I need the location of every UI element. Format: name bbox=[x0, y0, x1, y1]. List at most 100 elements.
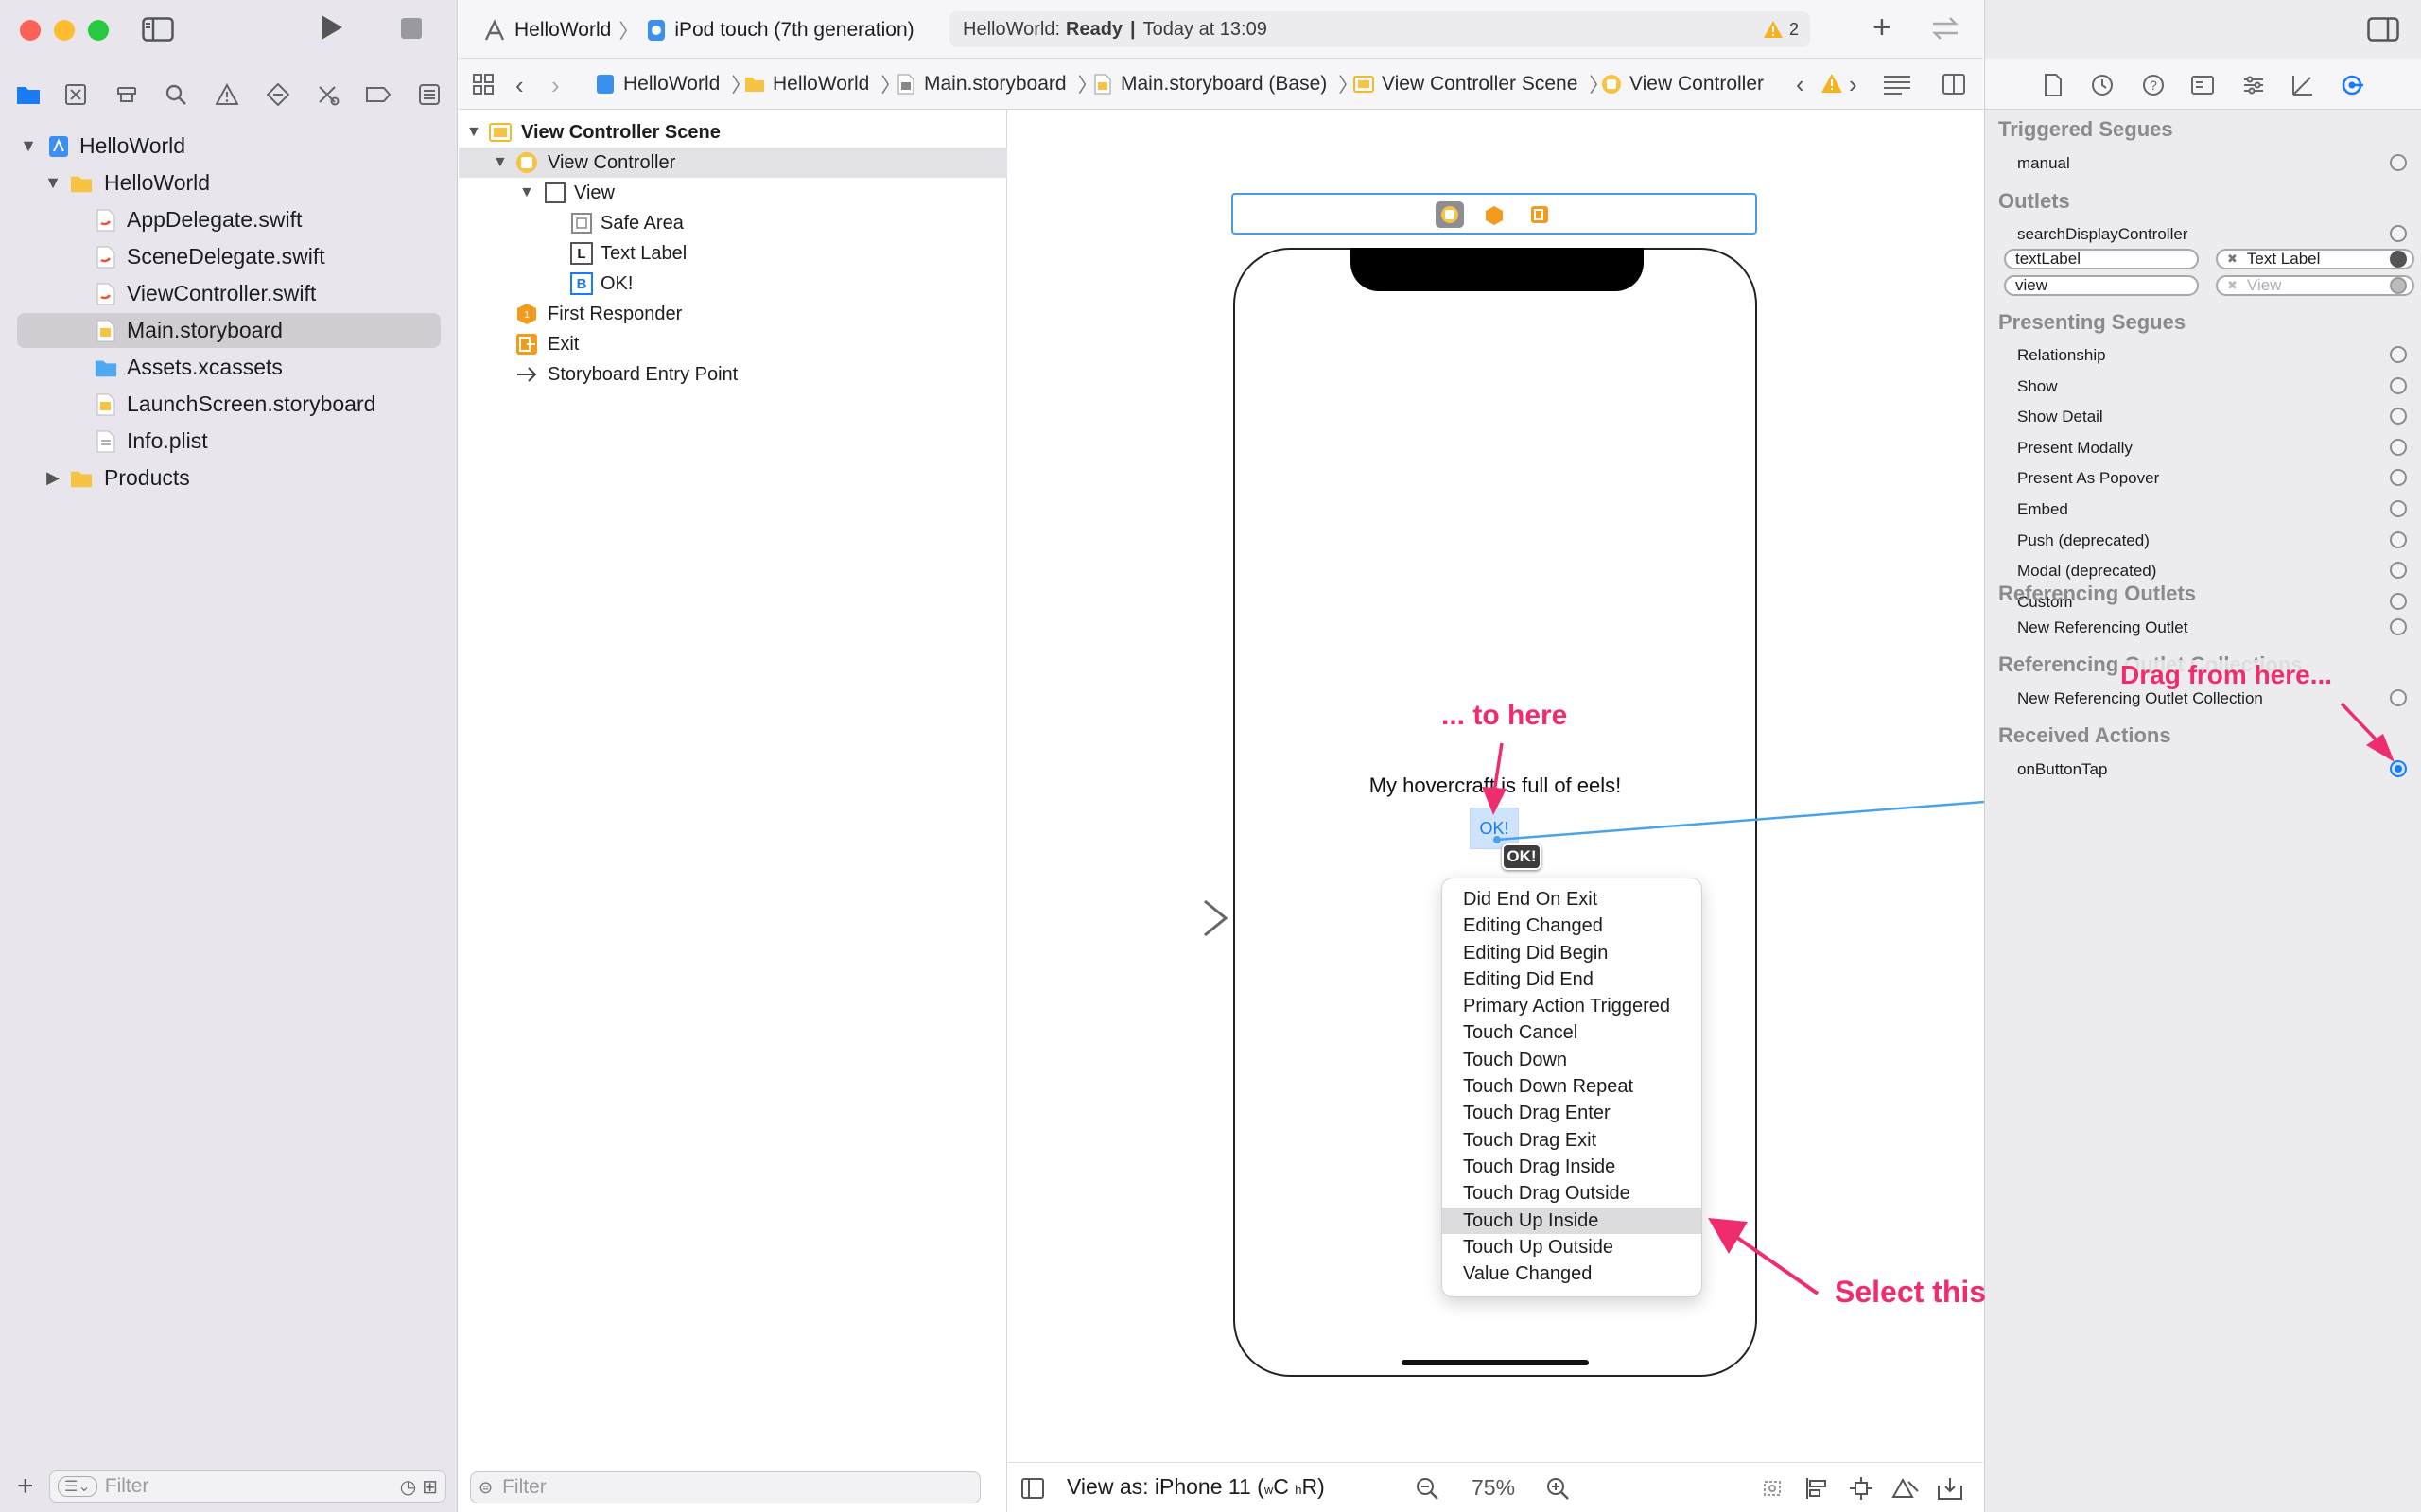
menu-item[interactable]: Touch Up Outside bbox=[1463, 1236, 1613, 1258]
outline-item-safe-area[interactable]: Safe Area bbox=[459, 208, 1007, 238]
segue-option-connector[interactable] bbox=[2390, 346, 2407, 363]
dock-view-controller-icon[interactable] bbox=[1436, 201, 1464, 228]
history-inspector-icon[interactable] bbox=[2091, 74, 2114, 96]
segue-option-connector[interactable] bbox=[2390, 500, 2407, 517]
outline-item-view-controller[interactable]: ▼ View Controller bbox=[459, 148, 1007, 178]
add-library-button[interactable]: + bbox=[1872, 9, 1891, 45]
report-navigator-icon[interactable] bbox=[418, 83, 441, 106]
outline-item-view[interactable]: ▼ View bbox=[459, 178, 1007, 208]
close-window-button[interactable] bbox=[20, 20, 41, 41]
segue-option-connector[interactable] bbox=[2390, 562, 2407, 580]
menu-item[interactable]: Touch Down bbox=[1463, 1049, 1568, 1070]
menu-item[interactable]: Touch Drag Exit bbox=[1463, 1129, 1597, 1151]
menu-item[interactable]: Touch Cancel bbox=[1463, 1022, 1578, 1044]
debug-navigator-icon[interactable] bbox=[316, 83, 340, 106]
disclosure-expanded-icon[interactable]: ▼ bbox=[44, 173, 61, 192]
tree-item-file-selected[interactable]: Main.storyboard bbox=[17, 313, 441, 348]
help-inspector-icon[interactable]: ? bbox=[2142, 74, 2165, 96]
outlet-textlabel-connector[interactable] bbox=[2390, 251, 2407, 268]
identity-inspector-icon[interactable] bbox=[2191, 74, 2214, 96]
size-inspector-icon[interactable] bbox=[2291, 74, 2314, 96]
menu-item[interactable]: Editing Did End bbox=[1463, 968, 1594, 990]
code-review-icon[interactable] bbox=[1929, 15, 1961, 42]
segue-option-connector[interactable] bbox=[2390, 530, 2407, 548]
toggle-outline-icon[interactable] bbox=[1021, 1478, 1044, 1499]
zoom-out-icon[interactable] bbox=[1415, 1476, 1439, 1501]
dock-exit-icon[interactable] bbox=[1530, 205, 1549, 224]
scheme-selector[interactable]: HelloWorld 〉 iPod touch (7th generation) bbox=[482, 16, 914, 44]
zoom-in-icon[interactable] bbox=[1545, 1476, 1570, 1501]
outline-item-exit[interactable]: Exit bbox=[459, 329, 1007, 359]
issue-navigator-icon[interactable] bbox=[216, 83, 238, 106]
segue-manual-connector[interactable] bbox=[2390, 154, 2407, 171]
entry-point-arrow[interactable] bbox=[1106, 898, 1229, 938]
segue-option-connector[interactable] bbox=[2390, 376, 2407, 394]
segue-option-connector[interactable] bbox=[2390, 592, 2407, 610]
add-file-button[interactable]: + bbox=[17, 1470, 34, 1502]
tree-item-file[interactable]: ViewController.swift bbox=[0, 276, 458, 311]
disclosure-collapsed-icon[interactable]: ▶ bbox=[46, 468, 60, 487]
menu-item[interactable]: Touch Down Repeat bbox=[1463, 1076, 1634, 1098]
attributes-inspector-icon[interactable] bbox=[2242, 74, 2265, 96]
disconnect-icon[interactable]: ✖ bbox=[2227, 252, 2238, 266]
tree-item-file[interactable]: LaunchScreen.storyboard bbox=[0, 387, 458, 422]
breadcrumb-file[interactable]: Main.storyboard〉 bbox=[896, 59, 1098, 110]
outline-filter-field[interactable]: ⊜ Filter bbox=[470, 1471, 981, 1503]
tree-item-file[interactable]: SceneDelegate.swift bbox=[0, 239, 458, 274]
dock-first-responder-icon[interactable] bbox=[1485, 205, 1504, 226]
breadcrumb-scene[interactable]: View Controller Scene〉 bbox=[1353, 59, 1609, 110]
disclosure-expanded-icon[interactable]: ▼ bbox=[519, 184, 534, 200]
outlet-textlabel-target[interactable]: ✖ Text Label bbox=[2216, 249, 2414, 269]
disclosure-expanded-icon[interactable]: ▼ bbox=[20, 136, 37, 155]
menu-item[interactable]: Editing Changed bbox=[1463, 915, 1603, 937]
related-items-icon[interactable] bbox=[472, 73, 495, 96]
toggle-inspector-icon[interactable] bbox=[2367, 17, 2399, 42]
breadcrumb-localization[interactable]: Main.storyboard (Base)〉 bbox=[1092, 59, 1358, 110]
action-onbuttontap-connector[interactable] bbox=[2390, 760, 2407, 777]
breadcrumb-view-controller[interactable]: View Controller bbox=[1601, 59, 1764, 110]
disclosure-expanded-icon[interactable]: ▼ bbox=[466, 124, 481, 140]
minimize-window-button[interactable] bbox=[54, 20, 75, 41]
navigator-filter-field[interactable]: ☰⌄ Filter ◷ ⊞ bbox=[49, 1470, 446, 1503]
update-frames-icon[interactable] bbox=[1759, 1476, 1785, 1501]
file-inspector-icon[interactable] bbox=[2044, 74, 2063, 96]
tree-item-group[interactable]: ▼ HelloWorld bbox=[0, 165, 458, 200]
tree-item-file[interactable]: AppDelegate.swift bbox=[0, 202, 458, 237]
outline-item-scene[interactable]: ▼ View Controller Scene bbox=[459, 117, 1007, 148]
resolve-issues-icon[interactable] bbox=[1891, 1476, 1920, 1501]
new-referencing-outlet-connector[interactable] bbox=[2390, 618, 2407, 635]
outlet-view-target[interactable]: ✖ View bbox=[2216, 275, 2414, 296]
tree-item-file[interactable]: Assets.xcassets bbox=[0, 350, 458, 385]
filter-options-icon[interactable]: ☰⌄ bbox=[58, 1476, 97, 1497]
stop-button[interactable] bbox=[401, 18, 422, 39]
add-editor-icon[interactable] bbox=[1942, 73, 1966, 96]
next-issue-button[interactable]: › bbox=[1849, 70, 1857, 98]
view-as-device-button[interactable]: View as: iPhone 11 (wC hR) bbox=[1067, 1474, 1325, 1500]
project-navigator-icon[interactable] bbox=[15, 83, 42, 106]
sidebar-toggle-icon[interactable] bbox=[142, 17, 174, 42]
connections-inspector-icon[interactable] bbox=[2341, 74, 2363, 96]
breadcrumb-group[interactable]: HelloWorld〉 bbox=[744, 59, 900, 110]
editor-options-icon[interactable] bbox=[1883, 74, 1911, 95]
warnings-badge[interactable]: 2 bbox=[1763, 20, 1799, 40]
tree-item-file[interactable]: Info.plist bbox=[0, 424, 458, 459]
menu-item[interactable]: Touch Drag Inside bbox=[1463, 1156, 1616, 1177]
outline-item-button[interactable]: B OK! bbox=[459, 269, 1007, 299]
forward-button[interactable]: › bbox=[551, 71, 560, 99]
menu-item[interactable]: Did End On Exit bbox=[1463, 889, 1598, 910]
search-icon[interactable] bbox=[165, 83, 187, 106]
outline-item-entry-point[interactable]: Storyboard Entry Point bbox=[459, 359, 1007, 390]
outline-item-text-label[interactable]: L Text Label bbox=[459, 238, 1007, 269]
source-control-icon[interactable] bbox=[64, 83, 87, 106]
menu-item[interactable]: Touch Drag Outside bbox=[1463, 1183, 1630, 1205]
new-outlet-collection-connector[interactable] bbox=[2390, 689, 2407, 706]
segue-option-connector[interactable] bbox=[2390, 469, 2407, 487]
add-constraints-icon[interactable] bbox=[1848, 1476, 1874, 1501]
run-button[interactable] bbox=[320, 13, 344, 42]
previous-issue-button[interactable]: ‹ bbox=[1796, 70, 1804, 98]
outlet-view-connector[interactable] bbox=[2390, 277, 2407, 294]
breakpoint-navigator-icon[interactable] bbox=[365, 83, 392, 106]
scene-dock[interactable] bbox=[1231, 193, 1757, 235]
menu-item[interactable]: Value Changed bbox=[1463, 1263, 1593, 1285]
menu-item[interactable]: Editing Did Begin bbox=[1463, 942, 1609, 964]
